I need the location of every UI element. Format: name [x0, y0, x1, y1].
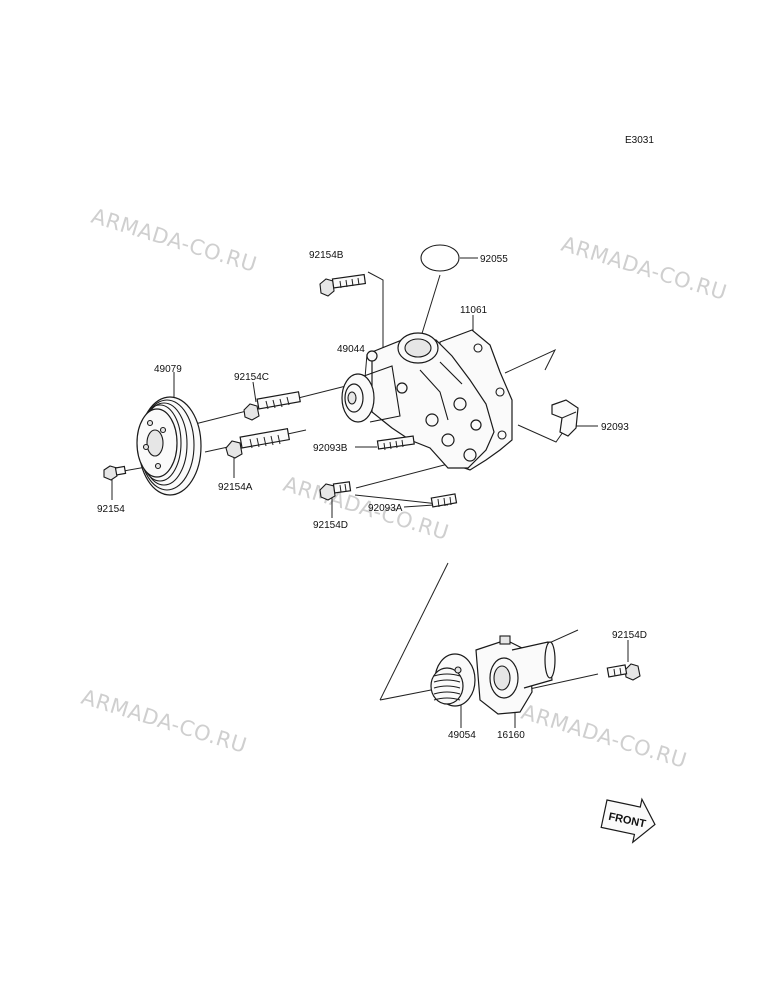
- front-arrow-icon: FRONT: [600, 797, 656, 844]
- label-92093b: 92093B: [313, 443, 348, 454]
- label-16160: 16160: [497, 730, 525, 741]
- watermark-text: ARMADA-CO.RU: [281, 472, 452, 545]
- part-92154d-bolt: [319, 481, 352, 501]
- label-92154d-top: 92154D: [313, 520, 348, 531]
- part-92154b-bolt: [319, 273, 367, 297]
- label-92154d-bottom: 92154D: [612, 630, 647, 641]
- part-49079-pulley: [136, 396, 202, 496]
- part-92093-clip: [551, 399, 579, 437]
- part-92154a-bolt: [225, 428, 291, 459]
- label-49044: 49044: [337, 344, 365, 355]
- part-92093b-dowel-pin: [376, 435, 415, 451]
- part-labels: 92055 92154B 11061 49044 49079 92154C 92…: [97, 250, 647, 741]
- label-92154a: 92154A: [218, 482, 253, 493]
- watermark-text: ARMADA-CO.RU: [79, 685, 250, 758]
- part-16160-thermostat-cover: [475, 635, 556, 715]
- label-92154c: 92154C: [234, 372, 269, 383]
- part-49044-water-pump: [341, 329, 513, 471]
- label-92154: 92154: [97, 504, 125, 515]
- label-11061: 11061: [460, 305, 488, 316]
- label-92093: 92093: [601, 422, 629, 433]
- part-92154-bolt: [103, 465, 127, 481]
- part-92154c-bolt: [243, 391, 301, 421]
- label-49054: 49054: [448, 730, 476, 741]
- label-92055: 92055: [480, 254, 508, 265]
- part-92093a-pin: [430, 493, 458, 508]
- part-92154d-bolt: [606, 663, 641, 681]
- label-92093a: 92093A: [368, 503, 403, 514]
- part-92055-o-ring: [420, 244, 460, 272]
- watermark-text: ARMADA-CO.RU: [519, 700, 690, 773]
- label-49079: 49079: [154, 364, 182, 375]
- label-92154b: 92154B: [309, 250, 344, 261]
- part-49054-thermostat: [430, 653, 476, 707]
- watermark-text: ARMADA-CO.RU: [89, 204, 260, 277]
- watermark-text: ARMADA-CO.RU: [559, 232, 730, 305]
- diagram-code: E3031: [625, 135, 654, 146]
